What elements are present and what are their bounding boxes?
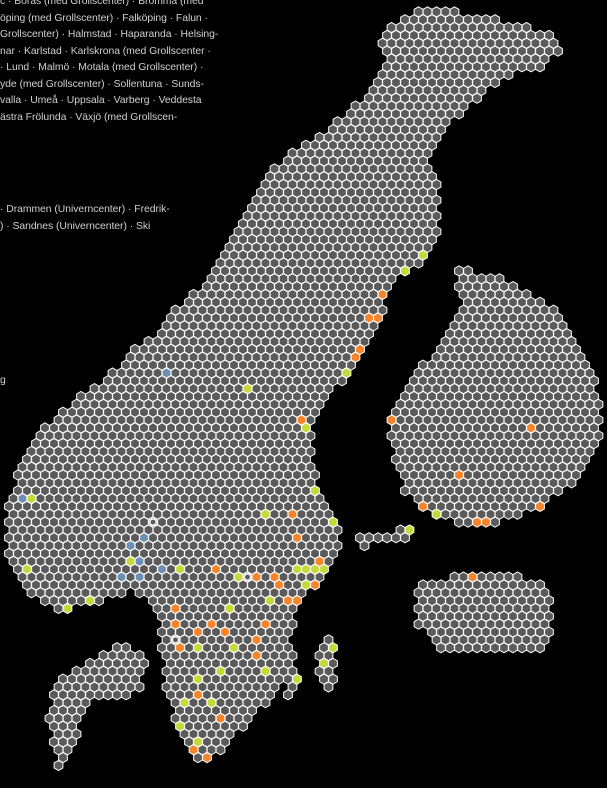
land-hex: [107, 587, 118, 599]
land-hex: [553, 45, 563, 57]
land-hex: [400, 485, 410, 497]
land-hex: [193, 751, 203, 764]
land-hex: [413, 257, 424, 269]
center-ring-marker: [149, 518, 158, 527]
land-hex: [472, 92, 482, 104]
land-hex: [440, 508, 451, 520]
land-hex: [526, 642, 536, 654]
land-hex: [566, 477, 577, 489]
location-hex: [310, 579, 320, 591]
land-hex: [337, 375, 347, 387]
land-hex: [116, 587, 127, 599]
land-hex: [503, 69, 514, 81]
location-line: ) · Sandnes (Univerncenter) · Ski: [0, 220, 151, 232]
location-line: yde (med Grollscenter) · Sollentuna · Su…: [0, 78, 204, 90]
land-hex: [454, 108, 464, 120]
location-hex: [400, 265, 410, 277]
land-hex: [40, 594, 50, 607]
location-line: ästra Frölunda · Växjö (med Grollscen-: [0, 111, 178, 123]
land-hex: [490, 642, 500, 654]
norway-locations-list: · Drammen (Univerncenter) · Fredrik- ) · …: [0, 202, 170, 235]
location-hex: [85, 594, 95, 607]
location-line: c · Borås (med Grollscenter) · Bromma (m…: [0, 0, 204, 7]
land-hex: [359, 540, 370, 552]
location-line: öping (med Grollscenter) · Falköping · F…: [0, 12, 208, 24]
land-hex: [535, 642, 545, 654]
land-hex: [517, 61, 527, 73]
land-hex: [103, 689, 113, 701]
land-hex-grid: [4, 6, 604, 772]
land-hex: [76, 594, 86, 607]
location-hex: [431, 508, 442, 520]
land-hex: [503, 508, 514, 520]
land-hex: [535, 61, 545, 73]
land-hex: [490, 76, 500, 89]
land-hex: [53, 602, 64, 615]
land-hex: [490, 516, 500, 528]
land-hex: [526, 61, 536, 73]
land-hex: [53, 759, 64, 772]
land-hex: [26, 587, 37, 599]
location-line: Grollscenter) · Halmstad · Haparanda · H…: [0, 29, 219, 40]
center-ring-marker: [243, 573, 252, 582]
land-hex: [454, 642, 464, 654]
location-hex: [481, 516, 491, 528]
land-hex: [260, 697, 271, 709]
land-hex: [508, 642, 518, 654]
land-hex: [215, 744, 226, 756]
land-hex: [463, 516, 473, 528]
location-hex: [62, 602, 73, 615]
land-hex: [373, 532, 383, 544]
location-line: · Lund · Malmö · Motala (med Grollscente…: [0, 62, 204, 73]
land-hex: [463, 642, 473, 654]
cut-off-text: g: [0, 375, 6, 386]
land-hex: [517, 642, 527, 654]
location-line: valla · Umeå · Uppsala · Varberg · Vedde…: [0, 95, 202, 106]
land-hex: [472, 642, 482, 654]
land-hex: [391, 532, 401, 544]
land-hex: [238, 720, 248, 732]
land-hex: [526, 500, 536, 513]
location-hex: [418, 500, 428, 513]
land-hex: [94, 689, 104, 701]
land-hex: [445, 642, 455, 654]
land-hex: [112, 689, 122, 701]
land-hex: [454, 516, 464, 528]
land-hex: [553, 485, 563, 497]
land-hex: [323, 681, 334, 693]
location-line: · Drammen (Univerncenter) · Fredrik-: [0, 204, 170, 215]
location-hex: [472, 516, 482, 528]
land-hex: [512, 508, 523, 520]
center-ring-marker: [171, 635, 180, 644]
location-markers: [149, 518, 252, 644]
land-hex: [481, 642, 491, 654]
land-hex: [121, 689, 131, 701]
land-hex: [382, 532, 392, 544]
location-hex: [535, 500, 545, 513]
land-hex: [413, 618, 424, 630]
land-hex: [134, 681, 145, 693]
land-hex: [134, 587, 145, 599]
location-hex: [202, 751, 212, 764]
location-line: nar · Karlstad · Karlskrona (med Grollsc…: [0, 45, 211, 57]
land-hex: [400, 532, 410, 544]
land-hex: [436, 642, 446, 654]
land-hex: [94, 594, 104, 607]
sweden-locations-list: c · Borås (med Grollscenter) · Bromma (m…: [0, 0, 218, 126]
land-hex: [283, 689, 293, 701]
land-hex: [499, 642, 509, 654]
